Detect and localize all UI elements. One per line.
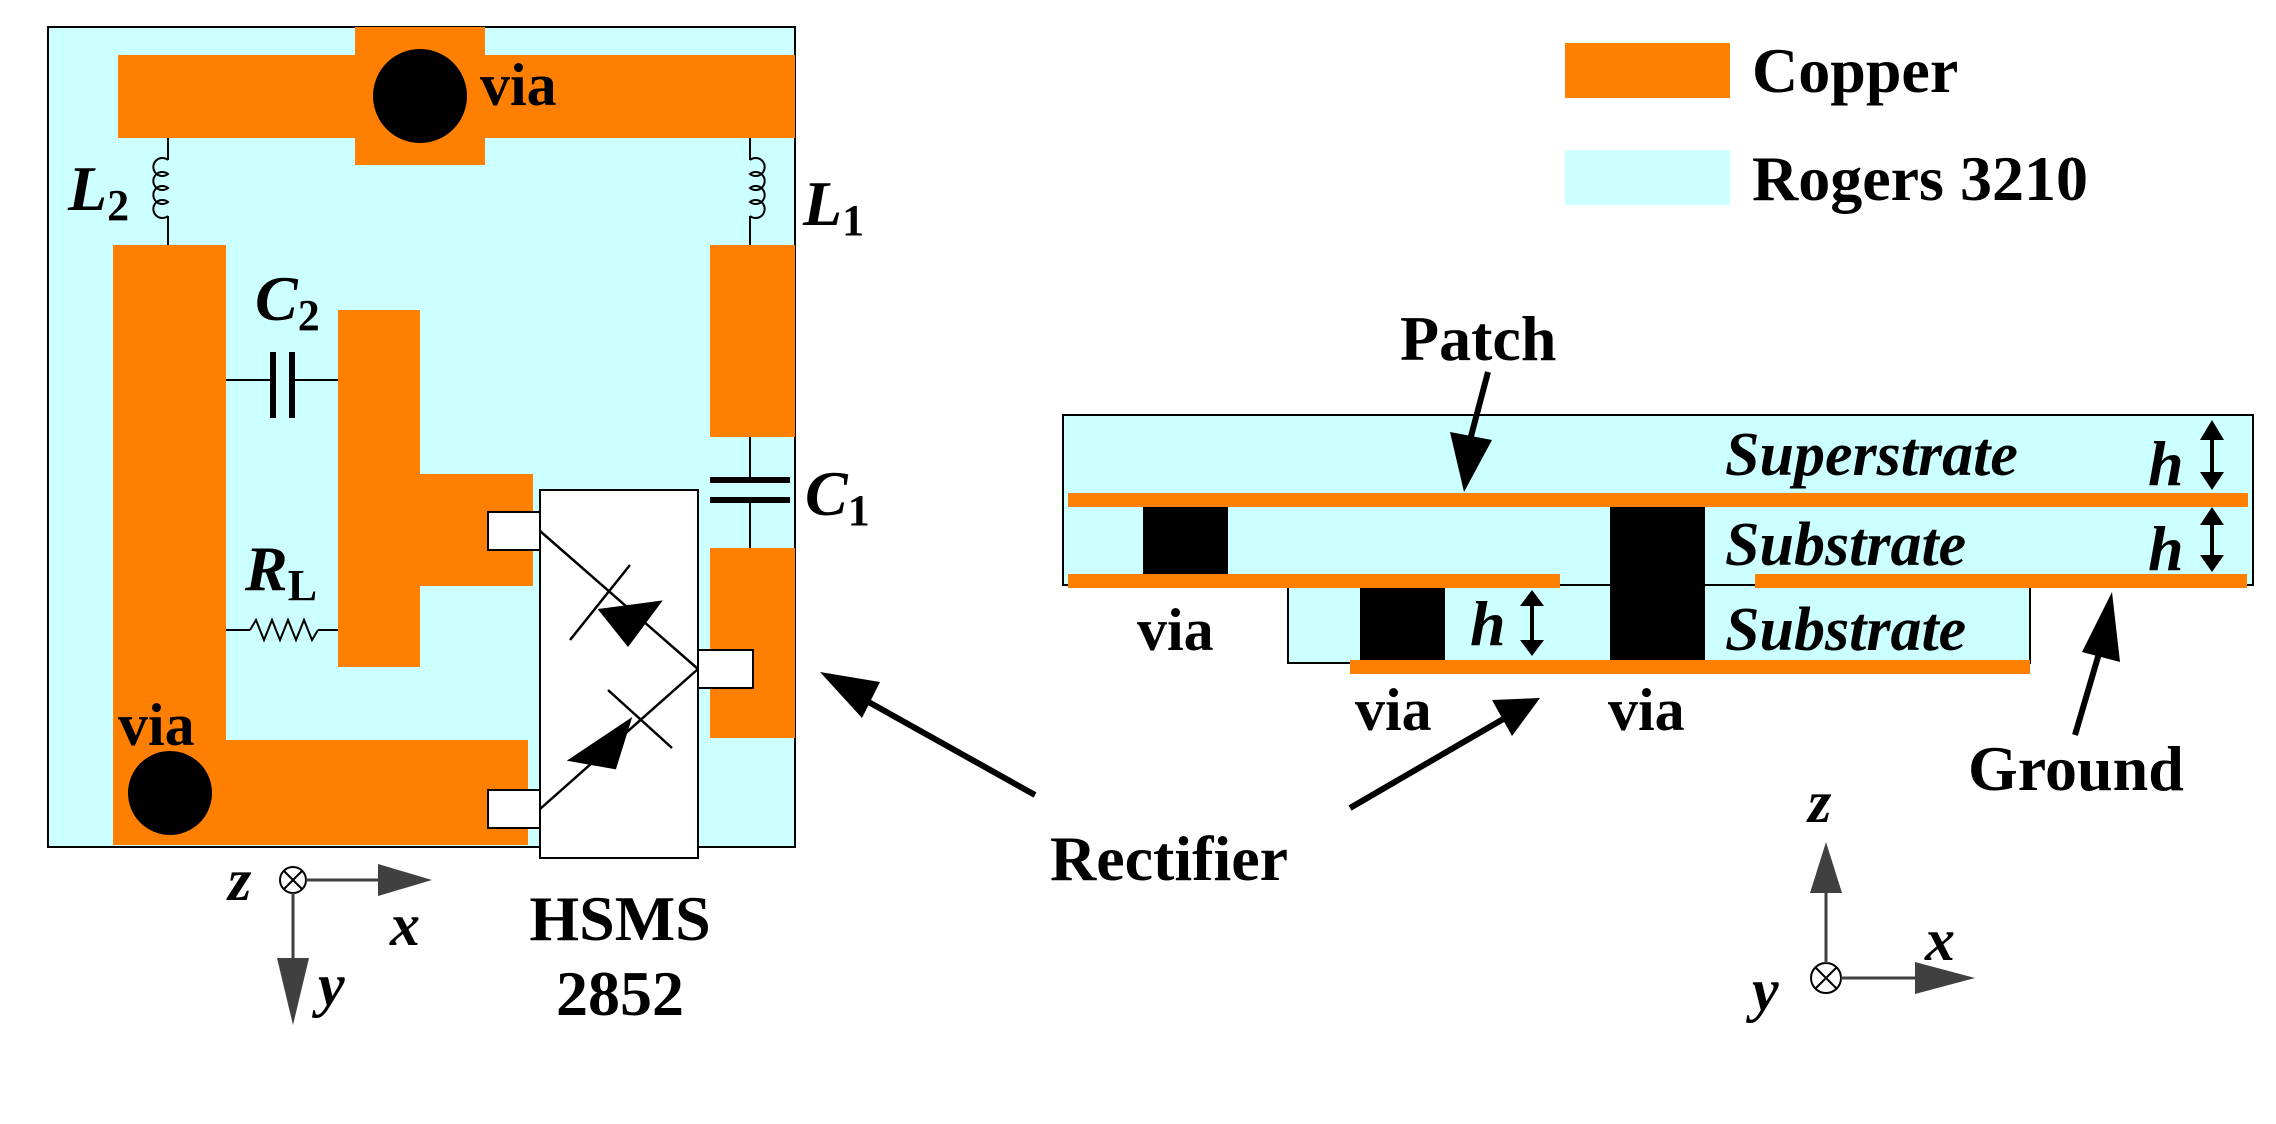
substrate-label-2: Substrate	[1725, 596, 1966, 664]
ground-arrow-head	[2082, 592, 2120, 662]
legend-rogers-swatch	[1565, 150, 1730, 205]
inductor-L1	[748, 138, 766, 245]
patch-arrow-head	[1450, 432, 1492, 492]
C1-main: C	[805, 458, 849, 529]
RL-main: R	[244, 533, 288, 604]
legend-copper-swatch	[1565, 43, 1730, 98]
legend: Copper Rogers 3210	[1565, 35, 2088, 214]
diode-pin-bottom-left	[487, 789, 541, 829]
capacitor-C2	[226, 352, 338, 418]
diode-part-line1: HSMS	[529, 883, 710, 954]
ground-copper	[1755, 574, 2247, 588]
top-via	[373, 49, 467, 143]
RL-label: RL	[244, 533, 317, 610]
diode-package-hsms2852	[487, 489, 754, 859]
y-axis-label: y	[312, 952, 345, 1018]
L1-main: L	[802, 168, 842, 239]
z-axis-label: z	[226, 847, 252, 913]
z-arrow-head	[1810, 842, 1842, 893]
diode-pin-right	[697, 649, 754, 689]
x-arrow-head-cs	[1915, 962, 1975, 994]
h-arrow-lower-substrate	[1520, 590, 1544, 656]
x-arrow-head	[378, 864, 432, 896]
L2-main: L	[67, 153, 107, 224]
top-view-axes: z x y	[226, 847, 432, 1025]
circuit-top-view: via via L2 L1	[47, 26, 870, 1029]
capacitor-C1	[710, 437, 790, 548]
L2-label: L2	[67, 153, 129, 230]
via-label-1: via	[1137, 597, 1214, 663]
y-axis-label-cs: y	[1746, 957, 1779, 1023]
h-arrow-superstrate	[2200, 420, 2224, 490]
h-arrow-substrate	[2200, 507, 2224, 572]
z-axis-label-cs: z	[1806, 769, 1832, 835]
superstrate-label: Superstrate	[1725, 421, 2018, 489]
h-label-superstrate: h	[2148, 428, 2184, 499]
legend-rogers-label: Rogers 3210	[1752, 143, 2088, 214]
C2-main: C	[255, 263, 299, 334]
x-axis-label-cs: x	[1924, 907, 1955, 973]
right-upper-copper	[710, 245, 795, 437]
L2-sub: 2	[107, 181, 129, 230]
L1-label: L1	[802, 168, 864, 245]
via-label-2: via	[1355, 677, 1432, 743]
via-label-3: via	[1608, 677, 1685, 743]
substrate-label-1: Substrate	[1725, 511, 1966, 579]
via-center-bottom	[1360, 588, 1445, 660]
y-arrow-head	[277, 958, 309, 1025]
rectifier-arrow-right-head	[1492, 698, 1540, 736]
left-copper-layer	[1068, 574, 1560, 588]
bottom-via	[128, 751, 212, 835]
C1-sub: 1	[848, 486, 870, 535]
rectifier-label: Rectifier	[1050, 823, 1288, 894]
bottom-via-label: via	[118, 692, 195, 758]
cross-section-view: via via via Superstrate Substrate Substr…	[1062, 303, 2254, 1023]
via-left	[1143, 507, 1228, 574]
RL-sub: L	[288, 561, 317, 610]
h-label-substrate: h	[2148, 513, 2184, 584]
diode-symbols	[539, 530, 699, 810]
L1-sub: 1	[842, 196, 864, 245]
rectifier-arrow-left-head	[820, 672, 880, 718]
diode-pin-top-left	[487, 511, 541, 551]
resistor-RL	[226, 617, 338, 643]
rectifier-callout: Rectifier	[820, 672, 1540, 894]
C1-label: C1	[805, 458, 870, 535]
right-lower-copper	[710, 548, 795, 738]
h-label-lower-substrate: h	[1470, 588, 1506, 659]
top-via-label: via	[480, 52, 557, 118]
inductor-L2	[152, 138, 170, 245]
ground-label: Ground	[1968, 733, 2184, 804]
bottom-copper-layer	[1350, 660, 2030, 674]
diode-part-line2: 2852	[556, 958, 684, 1029]
C2-label: C2	[255, 263, 320, 340]
cross-section-axes: z x y	[1746, 769, 1975, 1023]
patch-label: Patch	[1400, 303, 1556, 374]
legend-copper-label: Copper	[1752, 35, 1958, 106]
patch-copper	[1068, 493, 2248, 507]
diode-body	[539, 489, 699, 859]
via-tall	[1610, 507, 1705, 660]
C2-sub: 2	[298, 291, 320, 340]
x-axis-label: x	[389, 892, 420, 958]
